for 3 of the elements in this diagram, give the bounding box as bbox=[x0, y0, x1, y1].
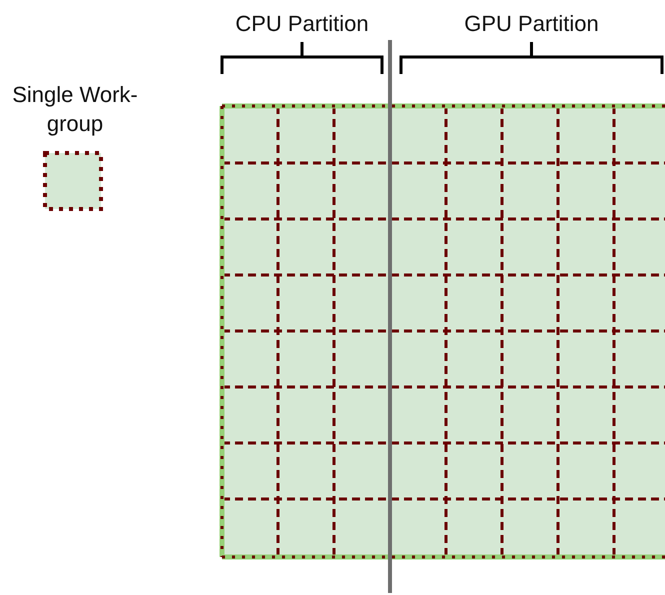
partition-label: CPU Partition bbox=[235, 11, 369, 37]
legend-label: Single Work-group bbox=[11, 81, 139, 138]
partition-label: GPU Partition bbox=[464, 11, 599, 37]
